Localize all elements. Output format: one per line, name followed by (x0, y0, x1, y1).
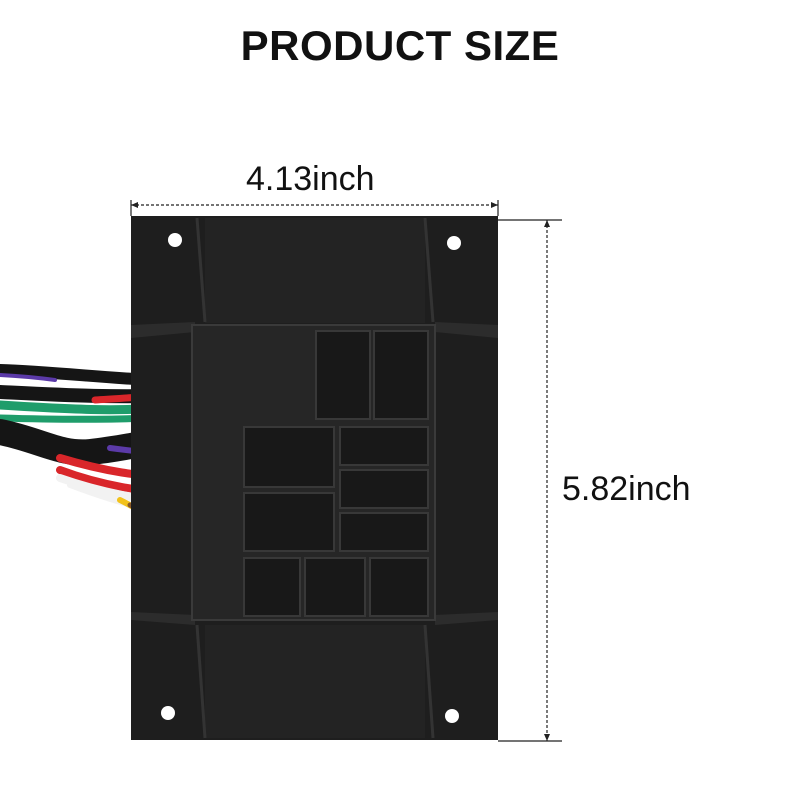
page-title: PRODUCT SIZE (240, 22, 560, 69)
mounting-hole-bottom-right (445, 709, 459, 723)
housing-body (131, 216, 498, 740)
mounting-hole-top-left (168, 233, 182, 247)
width-dimension-line (130, 200, 499, 216)
height-label: 5.82inch (562, 470, 691, 508)
mounting-hole-bottom-left (161, 706, 175, 720)
width-label: 4.13inch (246, 160, 375, 198)
height-dimension-line (498, 219, 562, 742)
mounting-hole-top-right (447, 236, 461, 250)
